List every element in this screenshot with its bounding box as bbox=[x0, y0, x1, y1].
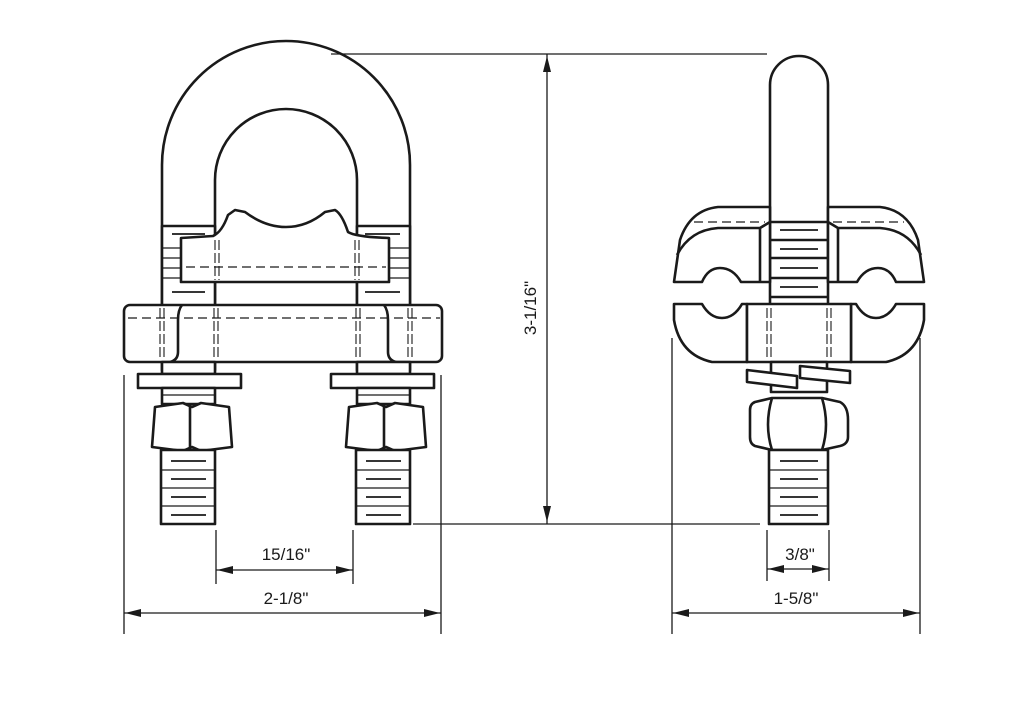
dim-bolt-spacing: 15/16" bbox=[262, 545, 311, 564]
dim-front-width: 2-1/8" bbox=[264, 589, 309, 608]
lock-washer bbox=[745, 360, 852, 394]
u-bolt bbox=[160, 39, 412, 372]
lower-jaw bbox=[672, 302, 749, 364]
right-nut bbox=[344, 401, 428, 453]
left-bolt-thread bbox=[159, 448, 217, 526]
left-nut bbox=[150, 401, 234, 453]
right-washer bbox=[329, 372, 436, 390]
side-bolt-thread bbox=[767, 448, 830, 526]
clamp-bar bbox=[122, 303, 444, 364]
right-bolt bbox=[329, 360, 436, 526]
dimension-labels: 3-1/16" 15/16" 2-1/8" 3/8" 1-5/8" bbox=[262, 281, 819, 608]
right-bolt-thread bbox=[354, 448, 412, 526]
lower-jaw-center bbox=[745, 302, 853, 364]
saddle bbox=[179, 208, 391, 284]
dim-bolt-diameter: 3/8" bbox=[785, 545, 815, 564]
left-washer bbox=[136, 372, 243, 390]
upper-jaw bbox=[672, 205, 772, 284]
front-view bbox=[122, 39, 444, 526]
left-bolt bbox=[136, 360, 243, 526]
side-bolt-shank bbox=[768, 54, 830, 307]
side-nut bbox=[748, 396, 850, 452]
side-shank-threads bbox=[770, 220, 828, 299]
dim-side-width: 1-5/8" bbox=[774, 589, 819, 608]
dimension-lines bbox=[123, 53, 921, 634]
side-view bbox=[672, 54, 926, 526]
dim-overall-height: 3-1/16" bbox=[521, 281, 540, 335]
